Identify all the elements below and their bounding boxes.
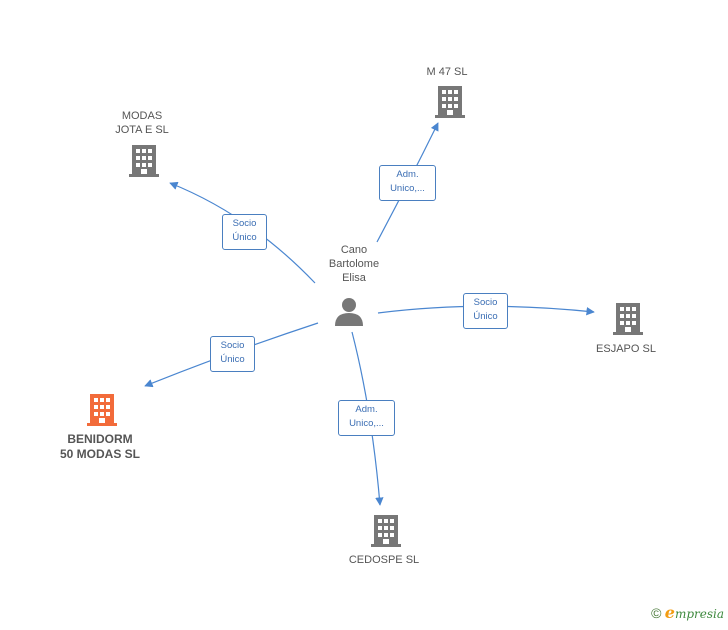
company-name-benidorm[interactable]: BENIDORM 50 MODAS SL [59,432,140,461]
copyright-symbol: © [651,605,662,621]
building-icon[interactable] [613,303,643,335]
building-icon[interactable] [87,394,117,426]
brand-footer: © empresia [651,603,724,622]
person-name[interactable]: Cano Bartolome Elisa [328,244,380,284]
brand-initial: e [664,603,675,622]
company-name-m47[interactable]: M 47 SL [426,66,468,78]
company-name-esjapo[interactable]: ESJAPO SL [596,343,656,355]
edge-label-benidorm: Socio Único [210,336,255,372]
company-name-cedospe[interactable]: CEDOSPE SL [348,554,420,566]
building-icon[interactable] [129,145,159,177]
edge-label-esjapo: Socio Único [463,293,508,329]
brand-logo: empresia [665,603,724,622]
company-name-modas-jota[interactable]: MODAS JOTA E SL [115,110,169,136]
person-icon[interactable] [335,298,363,326]
edge-label-modas-jota: Socio Único [222,214,267,250]
brand-rest: mpresia [674,607,724,621]
building-icon[interactable] [371,515,401,547]
edge-label-m47: Adm. Unico,... [379,165,436,201]
edge-label-cedospe: Adm. Unico,... [338,400,395,436]
building-icon[interactable] [435,86,465,118]
